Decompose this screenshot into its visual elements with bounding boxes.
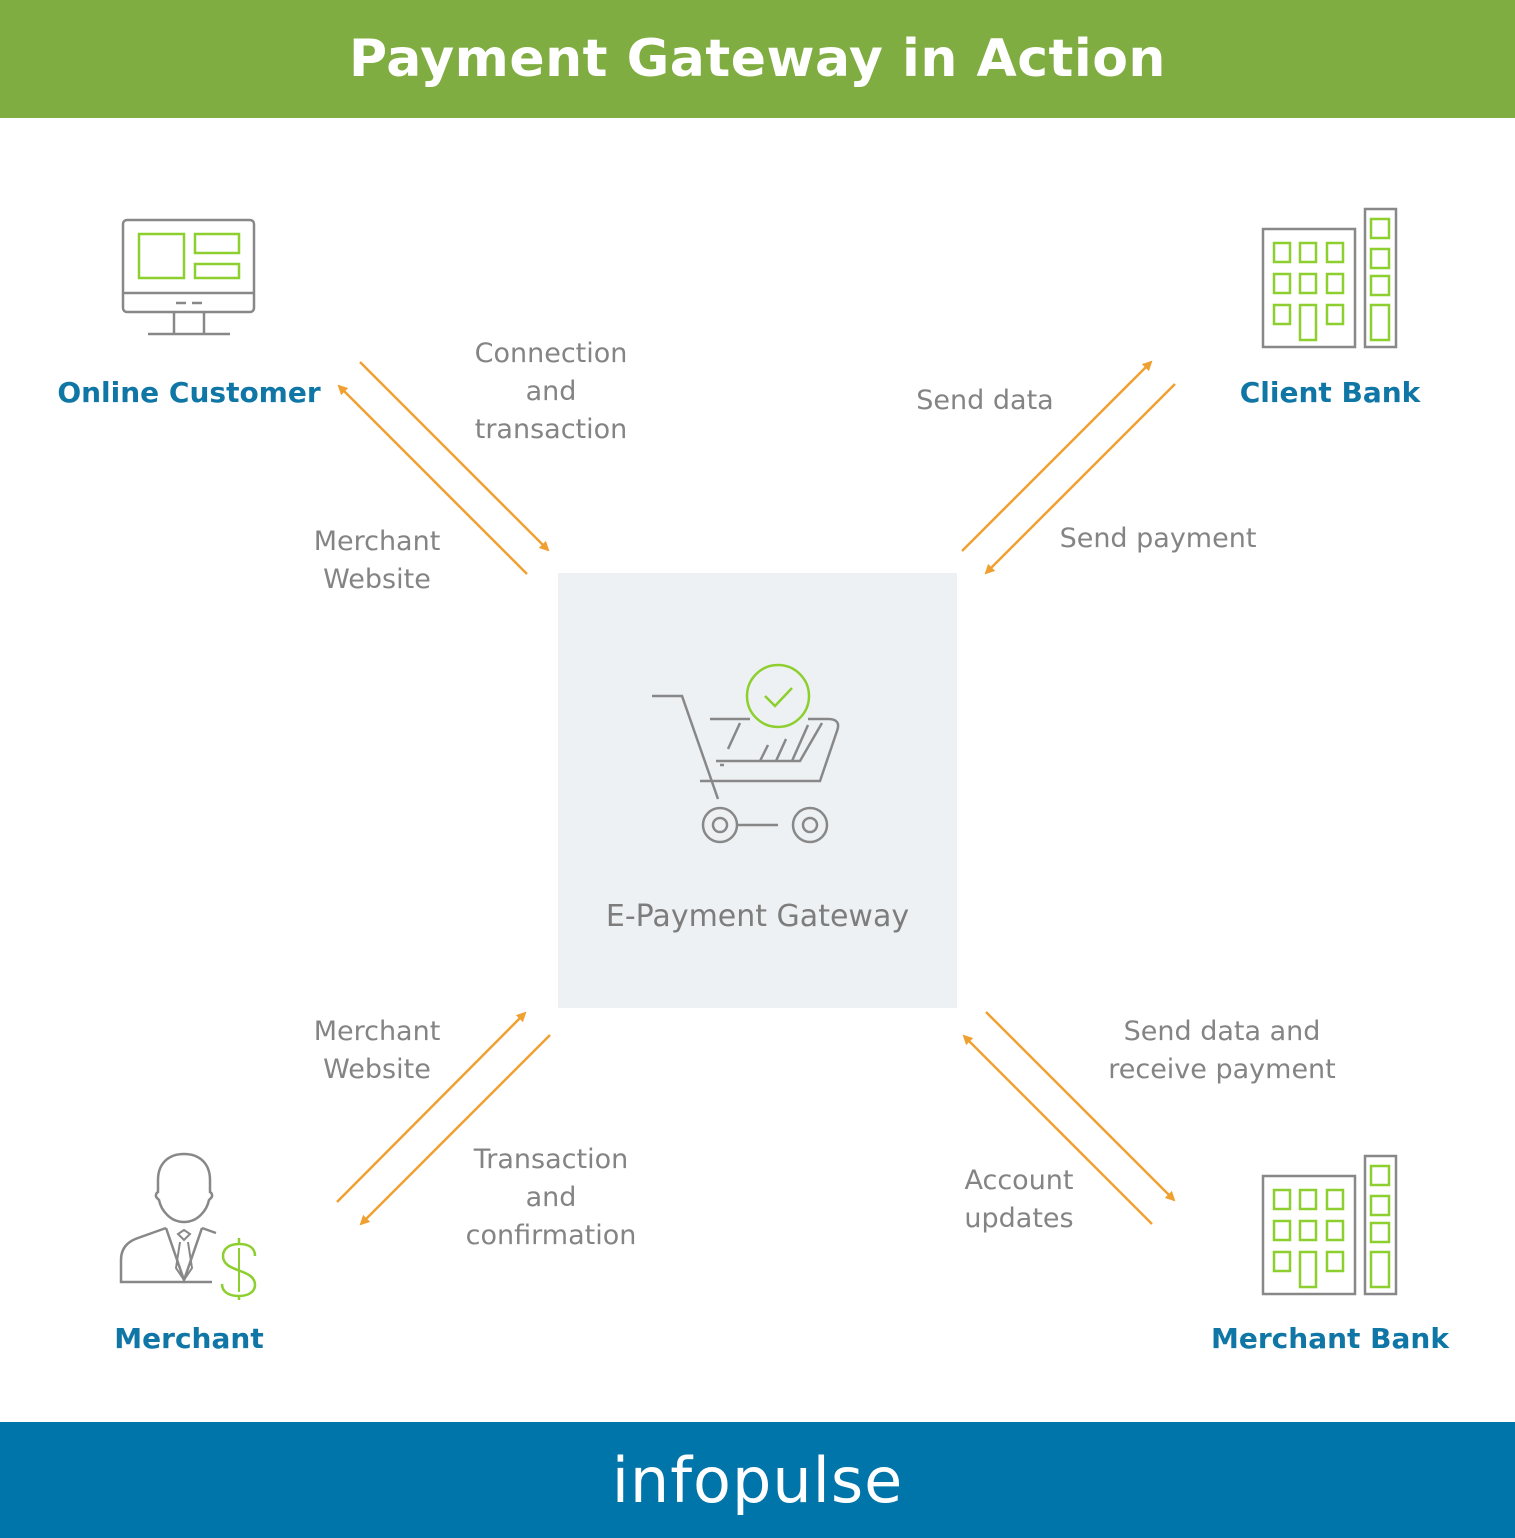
- arrow-gateway-to-client-bank: [961, 360, 1153, 552]
- flow-label-send-payment: Send payment: [1059, 523, 1257, 554]
- shopping-cart-check-icon: [652, 663, 840, 844]
- node-merchant: Merchant: [114, 1322, 264, 1355]
- node-client-bank: Client Bank: [1239, 376, 1421, 409]
- header-banner: Payment Gateway in Action: [0, 0, 1515, 118]
- arrow-merchant-bank-to-gateway: [962, 1034, 1153, 1225]
- flow-label-merchant-website-top: Merchant Website: [313, 526, 441, 595]
- flow-label-send-data: Send data: [916, 385, 1054, 416]
- flow-label-send-data-receive-payment: Send data and receive payment: [1108, 1016, 1336, 1085]
- flow-label-transaction-confirmation: Transaction and confirmation: [465, 1144, 637, 1251]
- gateway-label: E-Payment Gateway: [605, 899, 910, 934]
- arrow-customer-to-gateway: [359, 361, 550, 552]
- flow-label-connection-transaction: Connection and transaction: [474, 338, 628, 445]
- node-merchant-bank: Merchant Bank: [1211, 1322, 1449, 1355]
- arrow-gateway-to-merchant-bank: [985, 1011, 1176, 1202]
- arrow-client-bank-to-gateway: [984, 383, 1176, 575]
- brand-logo: infopulse: [611, 1443, 904, 1517]
- flow-label-account-updates: Account updates: [964, 1165, 1074, 1234]
- node-online-customer: Online Customer: [57, 376, 321, 409]
- gateway-box: E-Payment Gateway: [558, 573, 957, 1008]
- arrow-merchant-to-gateway: [336, 1011, 527, 1203]
- page-title: Payment Gateway in Action: [349, 29, 1166, 89]
- monitor-icon: [121, 218, 256, 336]
- arrow-gateway-to-customer: [337, 384, 528, 575]
- merchant-bank-building-icon: [1261, 1154, 1398, 1296]
- client-bank-building-icon: [1261, 207, 1398, 349]
- arrow-gateway-to-merchant: [359, 1034, 551, 1226]
- businessman-dollar-icon: [119, 1152, 257, 1300]
- flow-label-merchant-website-bottom: Merchant Website: [313, 1016, 441, 1085]
- footer-banner: infopulse: [0, 1422, 1515, 1538]
